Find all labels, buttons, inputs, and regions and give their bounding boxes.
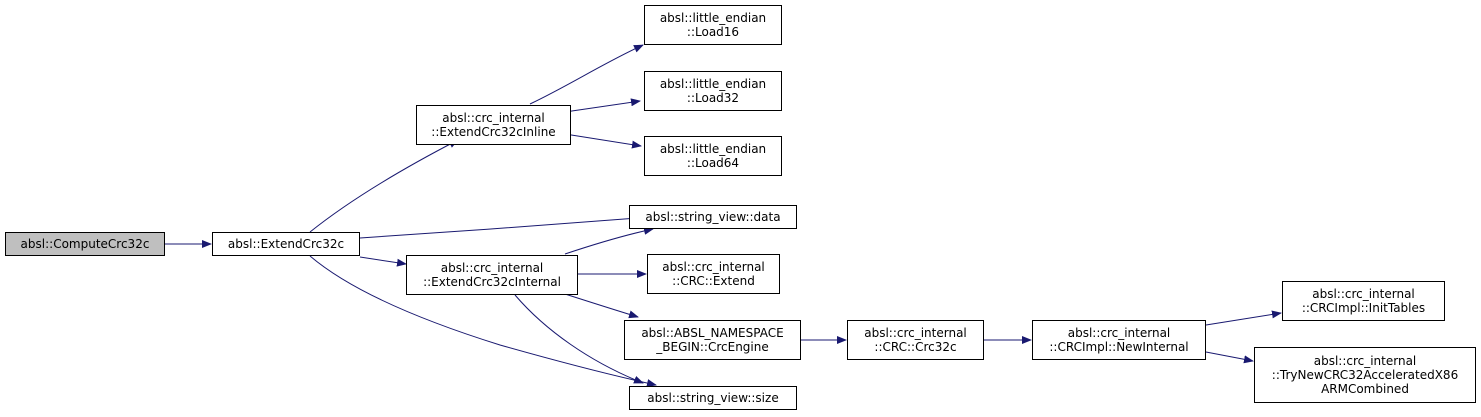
node-string-view-data[interactable]: absl::string_view::data (629, 205, 797, 229)
edge-extend-to-inline (309, 139, 459, 233)
node-extend-crc32c-internal[interactable]: absl::crc_internal::ExtendCrc32cInternal (406, 255, 578, 295)
node-label-line: ::CRC::Extend (672, 274, 755, 288)
node-label-line: _BEGIN::CrcEngine (656, 340, 769, 354)
edge-internal-to-size (514, 294, 644, 384)
edge-newinternal-to-trynew (1205, 351, 1254, 364)
node-try-new-crc32-accelerated[interactable]: absl::crc_internal::TryNewCRC32Accelerat… (1254, 347, 1476, 403)
node-crc-extend[interactable]: absl::crc_internal::CRC::Extend (647, 254, 780, 294)
node-label-line: ::CRCImpl::NewInternal (1049, 340, 1189, 354)
node-label-line: absl::crc_internal (1313, 354, 1417, 368)
node-label-line: absl::crc_internal (440, 261, 544, 275)
edge-internal-to-engine (564, 293, 639, 319)
node-label-line: absl::crc_internal (1067, 326, 1171, 340)
node-label-line: ::Load32 (686, 91, 740, 105)
edge-inline-to-load32 (564, 98, 641, 113)
node-load64[interactable]: absl::little_endian::Load64 (644, 136, 782, 176)
node-label-line: ::CRCImpl::InitTables (1301, 301, 1426, 315)
node-label-line: absl::crc_internal (864, 326, 967, 340)
node-label-line: ::Load16 (686, 25, 740, 39)
node-extend-crc32c[interactable]: absl::ExtendCrc32c (212, 232, 360, 256)
edge-internal-to-data (564, 226, 654, 255)
node-label-line: absl::crc_internal (1312, 287, 1415, 301)
node-label-line: absl::ComputeCrc32c (20, 237, 150, 251)
node-label-line: ::ExtendCrc32cInternal (423, 275, 561, 289)
node-crcimpl-newinternal[interactable]: absl::crc_internal::CRCImpl::NewInternal (1032, 320, 1206, 360)
node-load32[interactable]: absl::little_endian::Load32 (644, 71, 782, 111)
node-label-line: absl::little_endian (659, 77, 767, 91)
edge-newinternal-to-inittables (1205, 310, 1282, 326)
node-string-view-size[interactable]: absl::string_view::size (629, 386, 797, 410)
node-label-line: ::TryNewCRC32AcceleratedX86 (1271, 368, 1459, 382)
node-label-line: absl::ExtendCrc32c (227, 237, 345, 251)
node-label-line: absl::string_view::data (645, 210, 781, 224)
node-label-line: absl::little_endian (659, 11, 767, 25)
edge-inline-to-load16 (529, 44, 644, 105)
node-label-line: absl::ABSL_NAMESPACE (641, 326, 784, 340)
node-label-line: ::Load64 (686, 156, 740, 170)
node-compute-crc32c: absl::ComputeCrc32c (5, 232, 165, 256)
node-label-line: absl::string_view::size (647, 391, 779, 405)
node-label-line: absl::crc_internal (662, 260, 765, 274)
edge-extend-to-data (359, 214, 639, 239)
node-label-line: ::ExtendCrc32cInline (431, 125, 556, 139)
edge-inline-to-load64 (564, 133, 642, 149)
node-crcimpl-inittables[interactable]: absl::crc_internal::CRCImpl::InitTables (1282, 281, 1445, 321)
node-label-line: absl::crc_internal (442, 111, 545, 125)
edge-extend-to-internal (359, 256, 407, 267)
node-label-line: ARMCombined (1321, 382, 1409, 396)
node-extend-crc32c-inline[interactable]: absl::crc_internal::ExtendCrc32cInline (416, 105, 571, 145)
edge-extend-to-size (309, 255, 657, 387)
node-label-line: absl::little_endian (659, 142, 767, 156)
node-load16[interactable]: absl::little_endian::Load16 (644, 5, 782, 45)
node-label-line: ::CRC::Crc32c (874, 340, 957, 354)
node-crc-crc32c[interactable]: absl::crc_internal::CRC::Crc32c (847, 320, 984, 360)
node-crc-engine[interactable]: absl::ABSL_NAMESPACE_BEGIN::CrcEngine (624, 320, 801, 360)
